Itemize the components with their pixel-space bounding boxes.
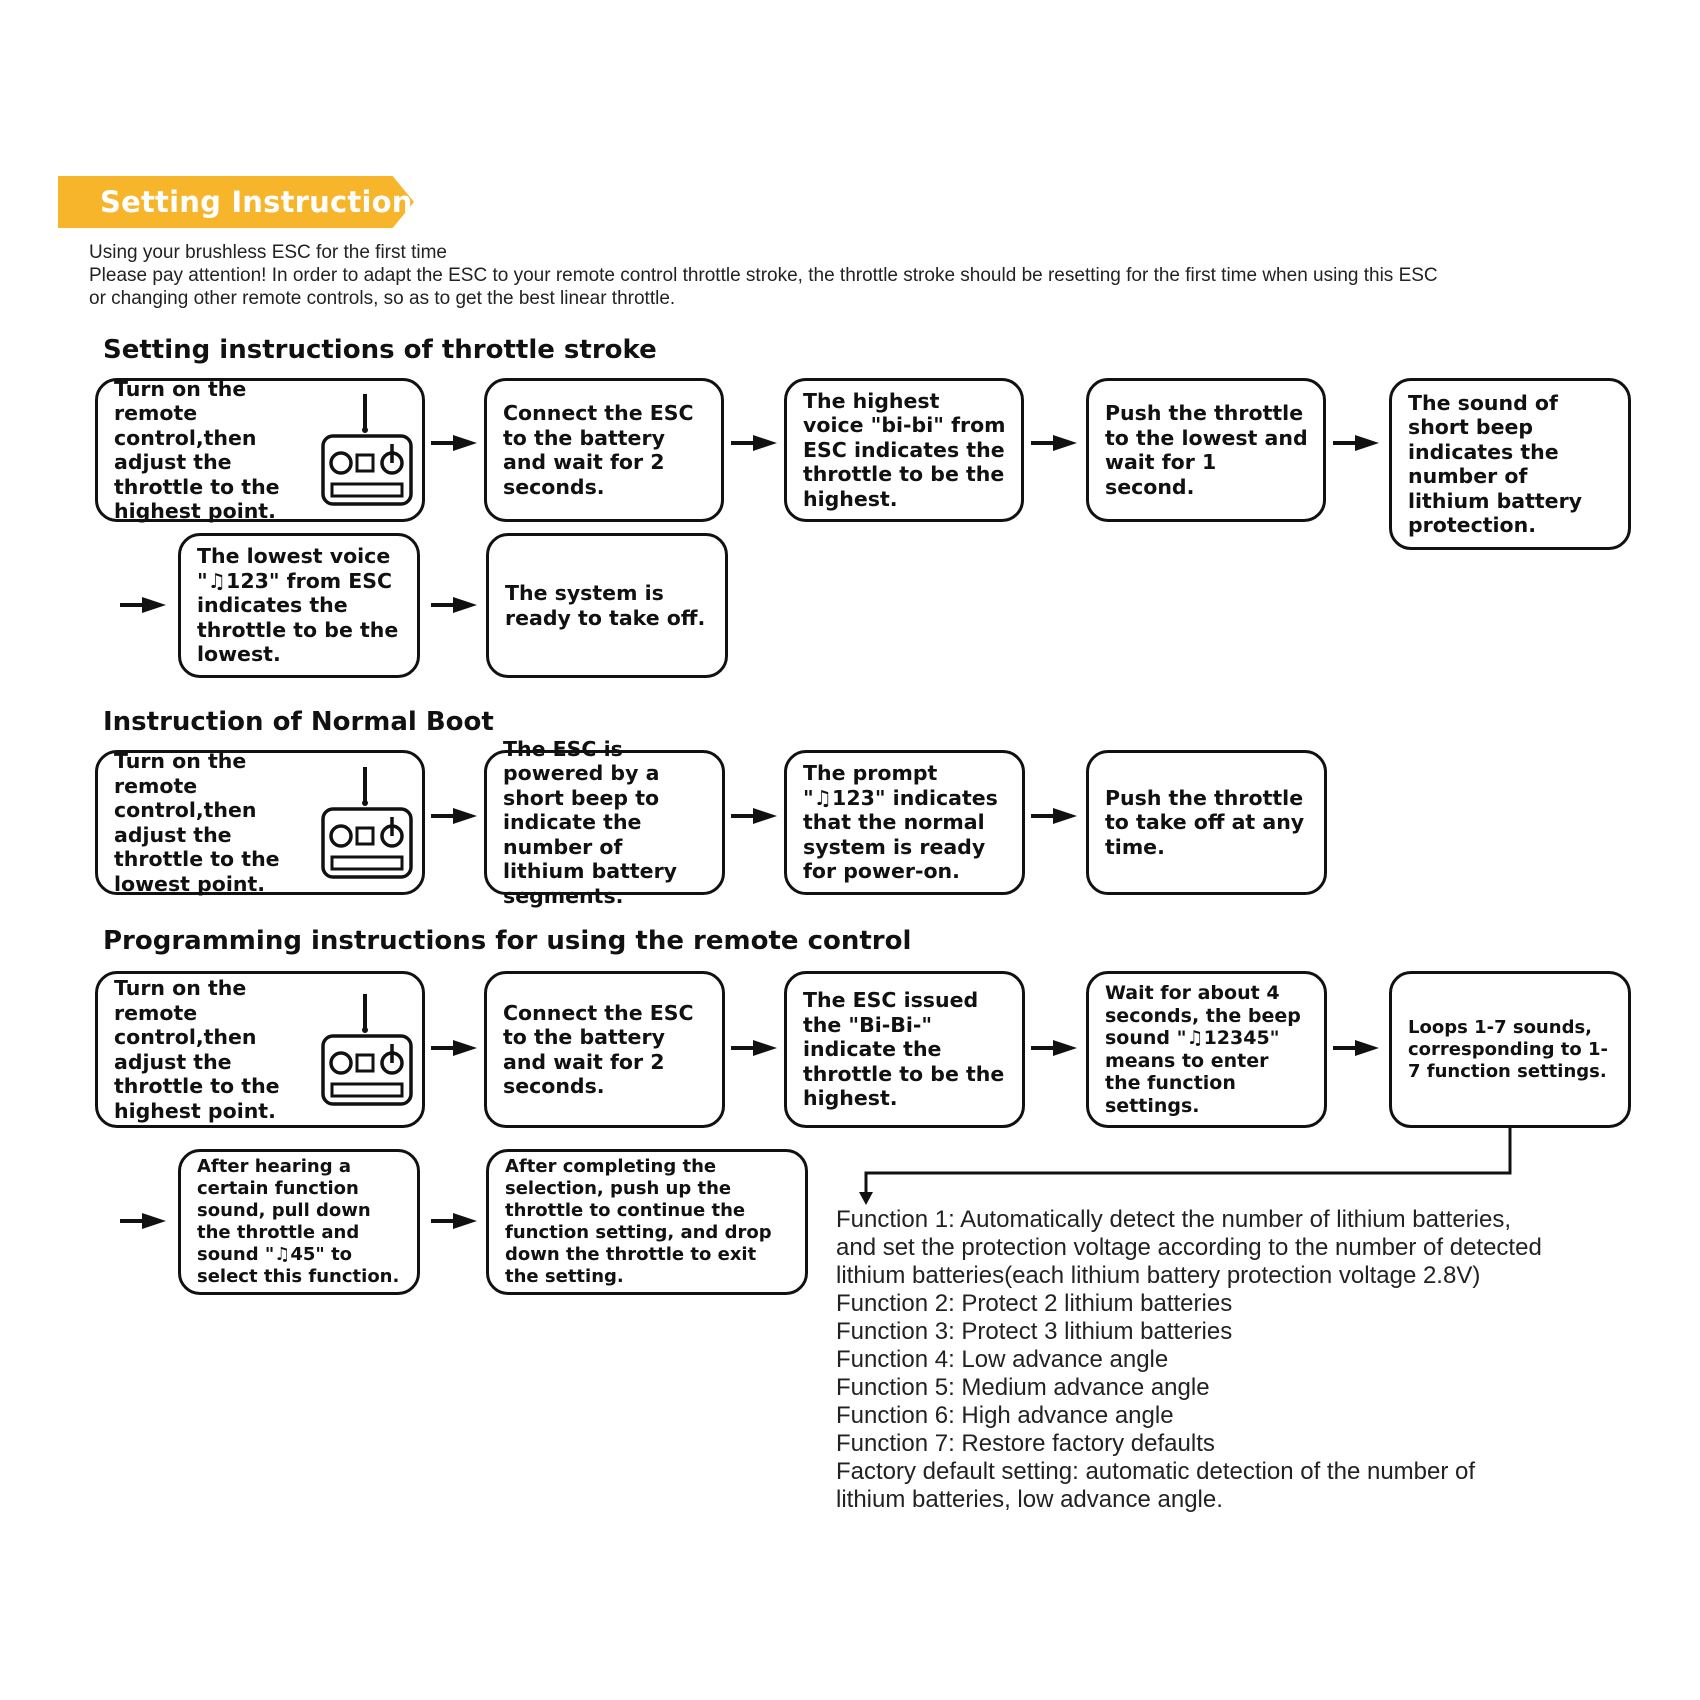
boot-step-1: Turn on the remote control,then adjust t… [95, 749, 425, 896]
step-text: Turn on the remote control,then adjust t… [114, 749, 280, 896]
section-banner: Setting Instruction [58, 176, 414, 228]
programming-step-7: After completing the selection, push up … [486, 1149, 808, 1295]
step-text: The ESC is powered by a short beep to in… [503, 736, 678, 908]
programming-step-6: After hearing a certain function sound, … [178, 1149, 420, 1295]
throttle-step-4: Push the throttle to the lowest and wait… [1086, 378, 1326, 522]
throttle-step-1: Turn on the remote control,then adjust t… [95, 376, 425, 524]
boot-section-title: Instruction of Normal Boot [103, 707, 494, 737]
function-line: Function 1: Automatically detect the num… [836, 1206, 1512, 1233]
programming-step-3: The ESC issued the "Bi-Bi-" indicate the… [784, 971, 1025, 1128]
function-line: lithium batteries(each lithium battery p… [836, 1262, 1481, 1289]
step-text: Connect the ESC to the battery and wait … [503, 401, 694, 499]
function-line: and set the protection voltage according… [836, 1234, 1542, 1261]
step-text: The sound of short beep indicates the nu… [1408, 390, 1583, 538]
programming-section-title: Programming instructions for using the r… [103, 926, 912, 956]
programming-step-4: Wait for about 4 seconds, the beep sound… [1086, 971, 1327, 1128]
function-line: lithium batteries, low advance angle. [836, 1486, 1223, 1513]
function-line: Function 7: Restore factory defaults [836, 1430, 1215, 1457]
step-text: The prompt "♫123" indicates that the nor… [803, 761, 998, 884]
step-text: Loops 1-7 sounds, corresponding to 1-7 f… [1408, 1016, 1609, 1082]
throttle-step-6: The lowest voice "♫123" from ESC indicat… [178, 533, 420, 678]
step-text: Connect the ESC to the battery and wait … [503, 1000, 694, 1099]
step-text: Wait for about 4 seconds, the beep sound… [1105, 982, 1301, 1117]
programming-step-1: Turn on the remote control,then adjust t… [95, 971, 425, 1128]
step-text: Push the throttle to the lowest and wait… [1105, 401, 1308, 499]
step-text: The system is ready to take off. [505, 581, 706, 630]
boot-step-3: The prompt "♫123" indicates that the nor… [784, 750, 1025, 895]
throttle-step-2: Connect the ESC to the battery and wait … [484, 378, 724, 522]
step-text: The ESC issued the "Bi-Bi-" indicate the… [803, 988, 1005, 1111]
step-text: Push the throttle to take off at any tim… [1105, 785, 1305, 859]
step-text: Turn on the remote control,then adjust t… [114, 376, 280, 524]
throttle-step-5: The sound of short beep indicates the nu… [1389, 378, 1631, 550]
boot-step-4: Push the throttle to take off at any tim… [1086, 750, 1327, 895]
throttle-section-title: Setting instructions of throttle stroke [103, 335, 657, 365]
function-list: Function 1: Automatically detect the num… [836, 1206, 1542, 1514]
function-line: Factory default setting: automatic detec… [836, 1458, 1476, 1485]
programming-step-2: Connect the ESC to the battery and wait … [484, 971, 725, 1128]
programming-step-5: Loops 1-7 sounds, corresponding to 1-7 f… [1389, 971, 1631, 1128]
intro-line-3: or changing other remote controls, so as… [89, 288, 676, 309]
function-line: Function 5: Medium advance angle [836, 1374, 1210, 1401]
step-text: The highest voice "bi-bi" from ESC indic… [803, 388, 1006, 511]
function-line: Function 4: Low advance angle [836, 1346, 1169, 1373]
boot-step-2: The ESC is powered by a short beep to in… [484, 737, 725, 908]
function-line: Function 2: Protect 2 lithium batteries [836, 1290, 1233, 1317]
step-text: Turn on the remote control,then adjust t… [114, 976, 280, 1123]
function-line: Function 6: High advance angle [836, 1402, 1174, 1429]
function-line: Function 3: Protect 3 lithium batteries [836, 1318, 1233, 1345]
intro-line-2: Please pay attention! In order to adapt … [89, 265, 1438, 286]
step-text: After hearing a certain function sound, … [197, 1156, 400, 1287]
step-text: After completing the selection, push up … [505, 1156, 772, 1287]
intro-line-1: Using your brushless ESC for the first t… [89, 242, 447, 263]
throttle-step-7: The system is ready to take off. [486, 533, 728, 678]
throttle-step-3: The highest voice "bi-bi" from ESC indic… [784, 378, 1024, 522]
step-text: The lowest voice "♫123" from ESC indicat… [197, 544, 399, 667]
banner-title: Setting Instruction [100, 185, 413, 219]
